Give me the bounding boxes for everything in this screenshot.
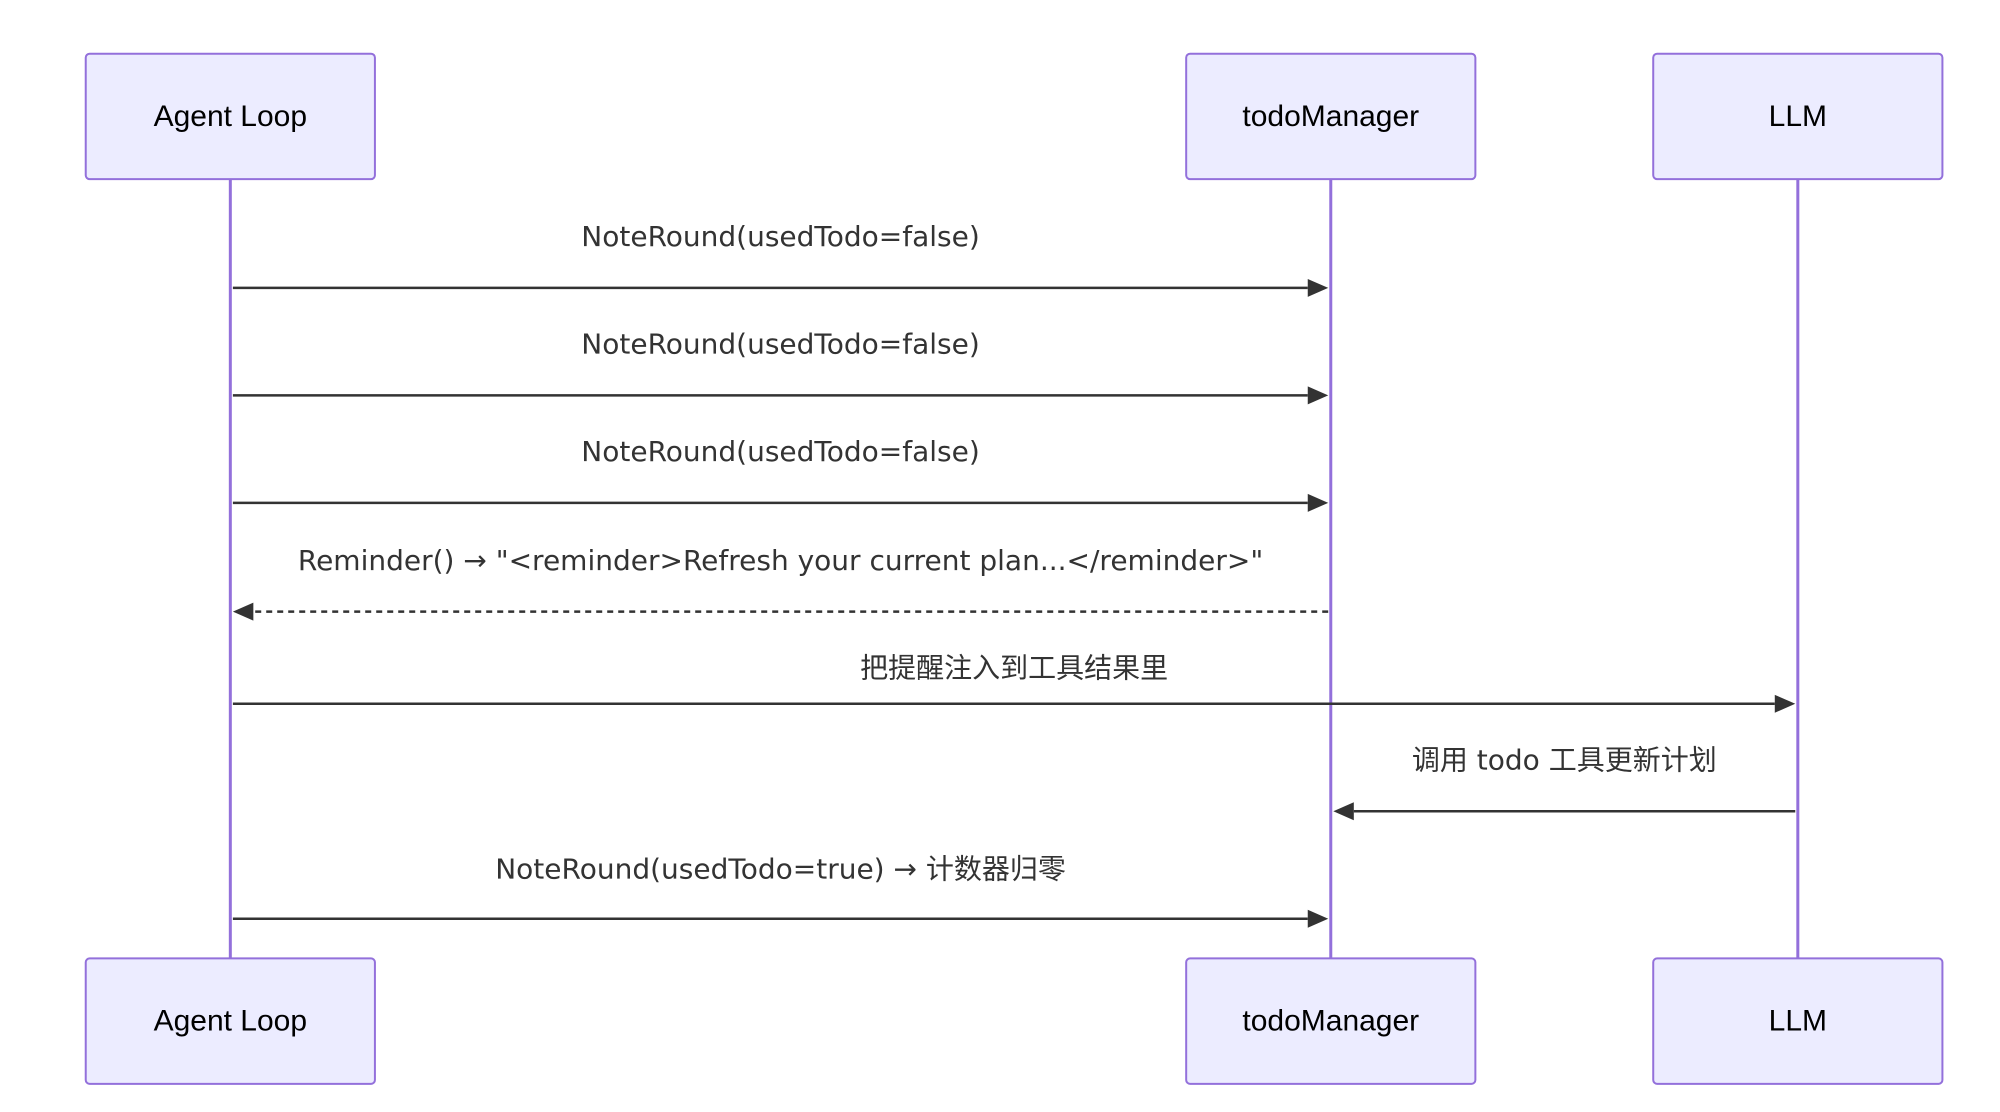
message-1: NoteRound(usedTodo=false) [232,220,1329,297]
arrowhead-icon [1307,386,1329,405]
actor-box [1185,52,1477,181]
actor-label: todoManager [1242,100,1419,133]
message-4: Reminder() → "<reminder>Refresh your cur… [232,544,1329,621]
lifelines [228,179,1800,959]
message-label: 调用 todo 工具更新计划 [1412,744,1717,777]
message-7: NoteRound(usedTodo=true) → 计数器归零 [232,852,1329,928]
message-5: 把提醒注入到工具结果里 [232,651,1796,713]
arrowhead-icon [232,602,254,621]
actor-label: LLM [1769,100,1827,133]
message-label: NoteRound(usedTodo=true) → 计数器归零 [495,852,1066,885]
message-label: 把提醒注入到工具结果里 [860,651,1168,684]
message-label: NoteRound(usedTodo=false) [581,220,980,253]
actor-llm-top: LLM [1652,52,1944,181]
actor-label: Agent Loop [154,1005,307,1038]
message-label: NoteRound(usedTodo=false) [581,435,980,468]
message-6: 调用 todo 工具更新计划 [1333,744,1796,821]
messages: NoteRound(usedTodo=false) NoteRound(usedT… [232,220,1796,928]
actor-llm-bottom: LLM [1652,957,1944,1085]
arrowhead-icon [1333,802,1354,821]
message-label: Reminder() → "<reminder>Refresh your cur… [298,544,1263,577]
actor-todo-bottom: todoManager [1185,957,1477,1085]
actor-label: Agent Loop [154,100,307,133]
actor-box [84,957,376,1085]
message-2: NoteRound(usedTodo=false) [232,328,1329,405]
arrowhead-icon [1307,909,1329,928]
actors-top: Agent Loop todoManager LLM [84,52,1944,181]
actor-box [1652,52,1944,181]
message-label: NoteRound(usedTodo=false) [581,328,980,361]
actor-box [1185,957,1477,1085]
actor-box [84,52,376,181]
actor-agent-top: Agent Loop [84,52,376,181]
actor-todo-top: todoManager [1185,52,1477,181]
arrowhead-icon [1307,493,1329,512]
arrowhead-icon [1307,278,1329,297]
message-3: NoteRound(usedTodo=false) [232,435,1329,512]
arrowhead-icon [1774,694,1796,713]
actor-label: todoManager [1242,1005,1419,1038]
actors-bottom: Agent Loop todoManager LLM [84,957,1944,1085]
actor-box [1652,957,1944,1085]
actor-agent-bottom: Agent Loop [84,957,376,1085]
actor-label: LLM [1769,1005,1827,1038]
